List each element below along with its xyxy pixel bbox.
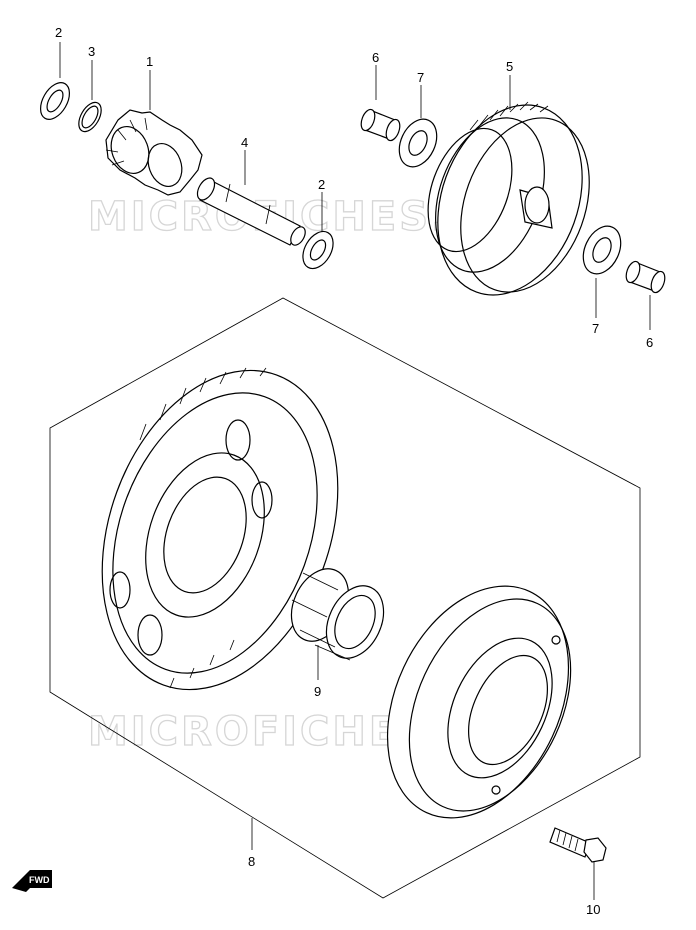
double-gear-part-5[interactable] xyxy=(412,85,612,316)
bolt-part-10[interactable] xyxy=(549,827,607,863)
callout-6-top: 6 xyxy=(372,50,379,65)
callout-6-lower: 6 xyxy=(646,335,653,350)
gear-part-1[interactable] xyxy=(105,109,203,196)
callout-1: 1 xyxy=(146,54,153,69)
needle-bearing-part-9[interactable] xyxy=(280,560,394,668)
bushing-part-6[interactable] xyxy=(359,108,403,143)
callout-8: 8 xyxy=(248,854,255,869)
callout-10: 10 xyxy=(586,902,600,917)
callout-7-top: 7 xyxy=(417,70,424,85)
callout-2-mid: 2 xyxy=(318,177,325,192)
callout-5: 5 xyxy=(506,59,513,74)
callout-2-top: 2 xyxy=(55,25,62,40)
one-way-clutch-part-8[interactable] xyxy=(352,557,604,847)
callout-7-lower: 7 xyxy=(592,321,599,336)
washer-part-7b[interactable] xyxy=(576,220,628,280)
shaft-part-4[interactable] xyxy=(194,175,308,248)
assembly-outline xyxy=(49,297,641,899)
bushing-part-6b[interactable] xyxy=(624,260,668,295)
fwd-label: FWD xyxy=(29,875,50,885)
callout-4: 4 xyxy=(241,135,248,150)
washer-part-2b[interactable] xyxy=(297,226,340,274)
callout-3: 3 xyxy=(88,44,95,59)
washer-part-2[interactable] xyxy=(35,78,76,125)
callout-9: 9 xyxy=(314,684,321,699)
fwd-arrow-icon: FWD xyxy=(12,870,52,892)
washer-part-7[interactable] xyxy=(392,113,444,173)
circlip-part-3[interactable] xyxy=(74,99,106,136)
starter-clutch-gear-part-8[interactable] xyxy=(60,337,380,722)
leader-lines xyxy=(59,42,651,900)
